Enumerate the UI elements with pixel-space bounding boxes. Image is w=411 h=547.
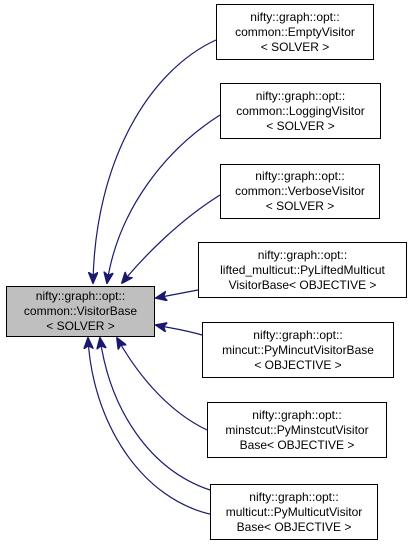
edge-py-mincut-visitor-base bbox=[156, 325, 203, 336]
node-line: nifty::graph::opt:: bbox=[253, 327, 343, 342]
base-class-line-3: < SOLVER > bbox=[46, 319, 115, 333]
node-py-multicut-visitor-base[interactable]: nifty::graph::opt:: multicut::PyMulticut… bbox=[210, 484, 378, 540]
node-line: VisitorBase< OBJECTIVE > bbox=[228, 277, 377, 292]
node-line: minstcut::PyMinstcutVisitor bbox=[225, 422, 369, 437]
node-logging-visitor[interactable]: nifty::graph::opt:: common::LoggingVisit… bbox=[220, 83, 381, 139]
edge-empty-visitor bbox=[93, 39, 217, 283]
node-line: nifty::graph::opt:: bbox=[255, 169, 345, 183]
edge-verbose-visitor bbox=[122, 194, 221, 283]
node-line: mincut::PyMincutVisitorBase bbox=[222, 342, 374, 357]
node-py-minstcut-visitor-base[interactable]: nifty::graph::opt:: minstcut::PyMinstcut… bbox=[207, 402, 387, 458]
node-line: nifty::graph::opt:: bbox=[249, 489, 339, 504]
node-line: nifty::graph::opt:: bbox=[257, 247, 348, 262]
node-line: Base< OBJECTIVE > bbox=[239, 437, 355, 452]
node-empty-visitor[interactable]: nifty::graph::opt:: common::EmptyVisitor… bbox=[216, 4, 374, 60]
edge-logging-visitor bbox=[107, 114, 221, 283]
node-line: common::EmptyVisitor bbox=[235, 24, 355, 39]
node-line: Base< OBJECTIVE > bbox=[236, 519, 352, 534]
edge-py-multicut-visitor-base-a bbox=[100, 338, 211, 491]
node-line: common::VerboseVisitor bbox=[235, 184, 365, 198]
base-class-line-1: nifty::graph::opt:: bbox=[35, 289, 126, 303]
node-line: nifty::graph::opt:: bbox=[252, 407, 342, 422]
edge-py-minstcut-visitor-base bbox=[117, 338, 208, 431]
node-line: < SOLVER > bbox=[266, 118, 335, 133]
base-class-node[interactable]: nifty::graph::opt:: common::VisitorBase … bbox=[6, 286, 155, 337]
node-line: nifty::graph::opt:: bbox=[255, 88, 346, 103]
node-line: lifted_multicut::PyLiftedMulticut bbox=[220, 262, 385, 277]
node-verbose-visitor[interactable]: nifty::graph::opt:: common::VerboseVisit… bbox=[220, 164, 380, 219]
node-py-mincut-visitor-base[interactable]: nifty::graph::opt:: mincut::PyMincutVisi… bbox=[202, 322, 394, 378]
node-line: multicut::PyMulticutVisitor bbox=[225, 504, 363, 519]
node-line: < SOLVER > bbox=[260, 39, 330, 54]
node-line: < SOLVER > bbox=[265, 199, 335, 213]
node-line: < OBJECTIVE > bbox=[254, 357, 342, 372]
edge-py-multicut-visitor-base-b bbox=[88, 338, 215, 516]
node-line: nifty::graph::opt:: bbox=[250, 9, 340, 24]
node-py-lifted-multicut-visitor-base[interactable]: nifty::graph::opt:: lifted_multicut::PyL… bbox=[198, 242, 407, 298]
node-line: common::LoggingVisitor bbox=[236, 103, 365, 118]
base-class-line-2: common::VisitorBase bbox=[23, 304, 138, 318]
edge-py-lifted-multicut-visitor-base bbox=[156, 289, 199, 298]
